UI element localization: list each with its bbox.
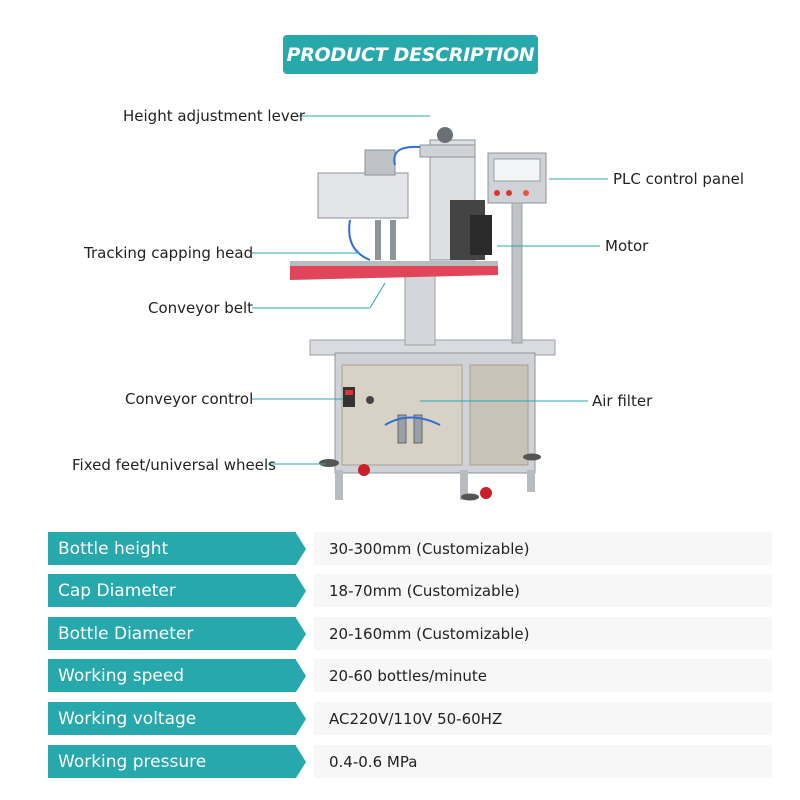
wheel-front-left bbox=[358, 464, 370, 476]
leg-back-right bbox=[527, 470, 535, 492]
control-knob bbox=[366, 396, 374, 404]
spec-value: 0.4-0.6 MPa bbox=[314, 745, 772, 778]
spec-row-bottle-diameter: Bottle Diameter 20-160mm (Customizable) bbox=[48, 617, 772, 650]
support-column bbox=[404, 274, 436, 346]
wheel-front-right bbox=[480, 487, 492, 499]
spec-label: Working pressure bbox=[48, 745, 296, 778]
foot-left bbox=[319, 459, 339, 467]
air-filter-body-1 bbox=[397, 414, 407, 444]
spec-label: Bottle Diameter bbox=[48, 617, 296, 650]
foot-back bbox=[523, 453, 541, 461]
spec-row-working-voltage: Working voltage AC220V/110V 50-60HZ bbox=[48, 702, 772, 735]
callout-conveyor-control: Conveyor control bbox=[125, 390, 254, 408]
air-filter-body-2 bbox=[413, 414, 423, 444]
plc-screen bbox=[493, 158, 541, 182]
foot-right bbox=[461, 493, 479, 501]
cabinet-side-panel bbox=[469, 364, 529, 466]
callout-lines bbox=[251, 115, 608, 465]
spec-value: 20-60 bottles/minute bbox=[314, 659, 772, 692]
leg-front-right bbox=[460, 470, 468, 500]
section-title: PRODUCT DESCRIPTION bbox=[283, 35, 538, 74]
callout-conveyor-belt: Conveyor belt bbox=[148, 299, 254, 317]
spec-value: 30-300mm (Customizable) bbox=[314, 532, 772, 565]
spec-label: Working speed bbox=[48, 659, 296, 692]
leg-front-left bbox=[335, 470, 343, 500]
plc-post bbox=[511, 202, 523, 344]
callout-air-filter: Air filter bbox=[592, 392, 653, 410]
height-lever-knob bbox=[437, 127, 453, 143]
machine-diagram bbox=[251, 115, 608, 501]
spec-value: 20-160mm (Customizable) bbox=[314, 617, 772, 650]
spec-row-cap-diameter: Cap Diameter 18-70mm (Customizable) bbox=[48, 574, 772, 607]
callout-capping-head: Tracking capping head bbox=[84, 244, 254, 262]
spec-value: AC220V/110V 50-60HZ bbox=[314, 702, 772, 735]
callout-height-lever: Height adjustment lever bbox=[123, 107, 306, 125]
capping-head-frame bbox=[317, 172, 409, 219]
spec-row-working-pressure: Working pressure 0.4-0.6 MPa bbox=[48, 745, 772, 778]
spec-label: Working voltage bbox=[48, 702, 296, 735]
conveyor-belt-shape bbox=[290, 265, 498, 280]
spec-label: Cap Diameter bbox=[48, 574, 296, 607]
spec-row-bottle-height: Bottle height 30-300mm (Customizable) bbox=[48, 532, 772, 565]
spec-row-working-speed: Working speed 20-60 bottles/minute bbox=[48, 659, 772, 692]
callout-feet-wheels: Fixed feet/universal wheels bbox=[72, 456, 276, 474]
callout-motor: Motor bbox=[605, 237, 649, 255]
spec-label: Bottle height bbox=[48, 532, 296, 565]
callout-plc-panel: PLC control panel bbox=[613, 170, 745, 188]
spec-value: 18-70mm (Customizable) bbox=[314, 574, 772, 607]
